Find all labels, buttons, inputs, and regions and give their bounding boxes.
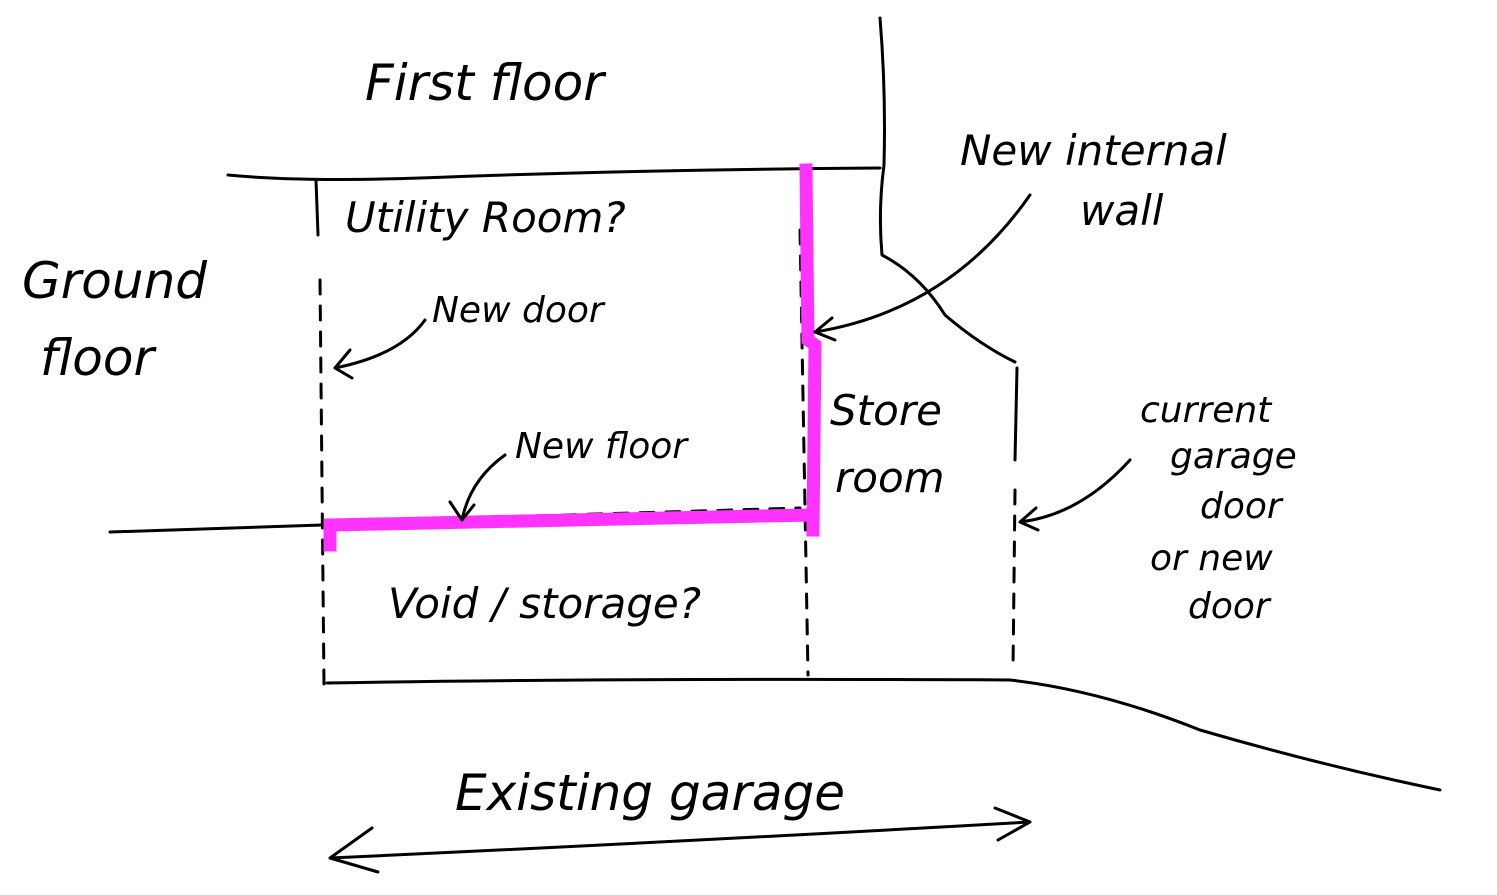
garage-door-label-line2: garage (1170, 436, 1297, 477)
ground-floor-label-line2: floor (40, 329, 157, 387)
garage-door-label-line3: door (1200, 486, 1284, 527)
new-door-label: New door (432, 290, 606, 331)
garage-door-label-line1: current (1140, 390, 1273, 431)
new-door-arrow (333, 318, 427, 380)
garage-door-label-line5: door (1188, 586, 1272, 627)
existing-garage-double-arrow (328, 806, 1032, 874)
new-door-dashed-wall (318, 278, 326, 687)
new-floor-arrow (448, 453, 507, 522)
store-room-label-line1: Store (830, 386, 942, 435)
new-internal-wall-label-line1: New internal (960, 126, 1227, 175)
new-floor-label: New floor (515, 426, 689, 467)
garage-door-dashed-line (1011, 488, 1017, 672)
new-internal-wall-highlight (799, 163, 822, 537)
existing-garage-label: Existing garage (455, 764, 845, 822)
new-internal-wall-label-line2: wall (1080, 186, 1164, 235)
new-wall-arrow (813, 193, 1032, 342)
garage-door-label-line4: or new (1150, 538, 1273, 579)
existing-dashed-wall (798, 228, 810, 677)
utility-room-label: Utility Room? (345, 193, 626, 242)
first-floor-line (226, 166, 882, 181)
garage-door-line-upper (1013, 366, 1019, 462)
new-floor-highlight (323, 508, 820, 552)
store-room-label-line2: room (835, 453, 945, 502)
first-floor-label: First floor (365, 54, 607, 112)
ground-floor-label-line1: Ground (22, 252, 207, 310)
ground-floor-line (108, 523, 324, 534)
garage-door-arrow (1018, 458, 1132, 532)
void-storage-label: Void / storage? (388, 579, 701, 628)
right-building-edge (878, 16, 1017, 364)
garage-floor-line (325, 677, 1442, 792)
utility-left-wall (314, 178, 320, 237)
